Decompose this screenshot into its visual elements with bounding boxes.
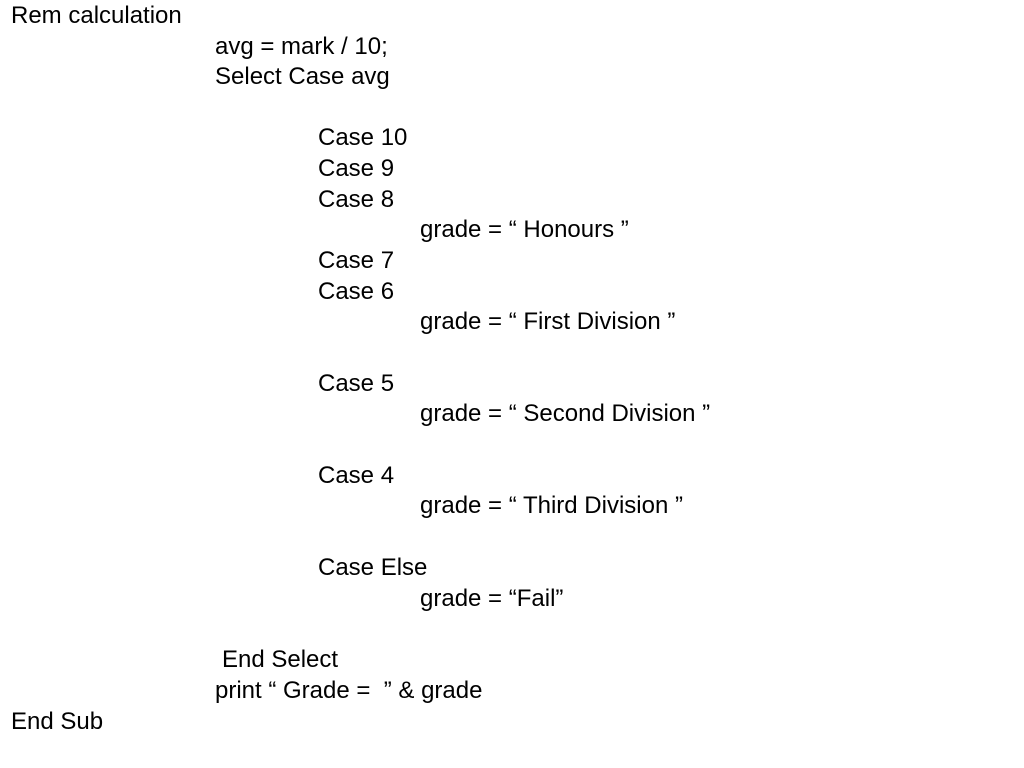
case-8-line: Case 8 xyxy=(318,186,395,213)
grade-first-division-line: grade = “ First Division ” xyxy=(420,308,676,335)
print-grade-line: print “ Grade = ” & grade xyxy=(215,677,483,704)
avg-assignment-line: avg = mark / 10; xyxy=(215,33,388,60)
end-sub-line: End Sub xyxy=(11,708,104,735)
rem-comment-line: Rem calculation xyxy=(11,2,182,29)
grade-second-division-line: grade = “ Second Division ” xyxy=(420,400,711,427)
case-7-line: Case 7 xyxy=(318,247,395,274)
case-else-line: Case Else xyxy=(318,554,428,581)
grade-third-division-line: grade = “ Third Division ” xyxy=(420,492,683,519)
end-select-line: End Select xyxy=(222,646,339,673)
grade-honours-line: grade = “ Honours ” xyxy=(420,216,629,243)
case-9-line: Case 9 xyxy=(318,155,395,182)
case-5-line: Case 5 xyxy=(318,370,395,397)
select-case-line: Select Case avg xyxy=(215,63,390,90)
case-10-line: Case 10 xyxy=(318,124,408,151)
case-4-line: Case 4 xyxy=(318,462,395,489)
grade-fail-line: grade = “Fail” xyxy=(420,585,564,612)
case-6-line: Case 6 xyxy=(318,278,395,305)
